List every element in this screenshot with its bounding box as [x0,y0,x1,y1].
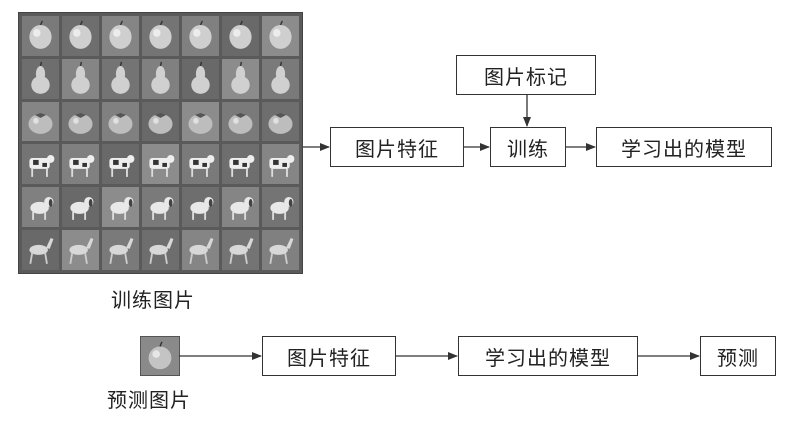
training-image-dog-6 [222,187,259,228]
cow-icon [189,155,215,178]
tomato-icon [228,112,253,134]
image-labels-box: 图片标记 [456,55,596,95]
cow-icon [109,155,135,178]
apple-icon [189,20,212,49]
bottom-learned-model-box: 学习出的模型 [458,336,638,376]
training-image-tomato-4 [142,101,179,142]
training-image-horse-4 [142,230,179,270]
dog-icon [230,197,254,221]
cow-icon [29,155,55,178]
top-learned-model-box: 学习出的模型 [596,127,772,167]
dog-icon [110,197,134,221]
training-image-pear-5 [182,58,219,99]
tomato-icon [28,112,53,134]
apple-icon [269,20,292,49]
training-images-grid [18,12,303,274]
horse-icon [189,238,214,265]
training-image-tomato-6 [222,101,259,142]
training-image-apple-5 [182,16,219,56]
apple-icon [29,20,52,49]
training-image-cow-4 [142,144,179,185]
training-image-cow-7 [262,144,299,185]
apple-icon [149,20,172,49]
training-image-horse-2 [62,230,99,270]
training-image-apple-4 [142,16,179,56]
dog-icon [70,197,94,221]
horse-icon [269,238,294,265]
dog-icon [190,197,214,221]
test-image [140,336,180,376]
cow-icon [69,155,95,178]
training-image-dog-7 [262,187,299,228]
training-image-cow-5 [182,144,219,185]
training-image-horse-5 [182,230,219,270]
training-image-cow-3 [102,144,139,185]
training-image-horse-3 [102,230,139,270]
training-image-dog-5 [182,187,219,228]
training-image-pear-4 [142,58,179,99]
top-image-features-box: 图片特征 [330,127,464,167]
tomato-icon [108,112,133,134]
training-image-cow-6 [222,144,259,185]
training-image-dog-3 [102,187,139,228]
training-image-pear-6 [222,58,259,99]
training-image-apple-3 [102,16,139,56]
training-image-apple-1 [22,16,59,56]
training-images-caption: 训练图片 [111,288,195,312]
training-image-apple-2 [62,16,99,56]
training-image-apple-6 [222,16,259,56]
bottom-image-features-box: 图片特征 [262,336,396,376]
predict-box: 预测 [700,336,776,376]
training-image-tomato-1 [22,101,59,142]
pear-icon [191,61,210,94]
cow-icon [269,155,295,178]
pear-icon [271,61,290,94]
training-image-dog-1 [22,187,59,228]
apple-icon [141,337,179,375]
dog-icon [30,197,54,221]
tomato-icon [148,112,173,134]
training-image-tomato-2 [62,101,99,142]
training-image-pear-3 [102,58,139,99]
tomato-icon [188,112,213,134]
training-image-horse-7 [262,230,299,270]
training-image-dog-2 [62,187,99,228]
dog-icon [270,197,294,221]
pear-icon [31,61,50,94]
training-image-horse-6 [222,230,259,270]
cow-icon [149,155,175,178]
dog-icon [150,197,174,221]
training-image-cow-2 [62,144,99,185]
training-image-tomato-3 [102,101,139,142]
training-image-cow-1 [22,144,59,185]
apple-icon [69,20,92,49]
tomato-icon [68,112,93,134]
cow-icon [229,155,255,178]
test-image-caption: 预测图片 [107,388,191,412]
training-image-pear-2 [62,58,99,99]
pear-icon [111,61,130,94]
horse-icon [29,238,54,265]
apple-icon [109,20,132,49]
training-image-horse-1 [22,230,59,270]
training-image-tomato-5 [182,101,219,142]
apple-icon [229,20,252,49]
horse-icon [109,238,134,265]
horse-icon [149,238,174,265]
training-image-dog-4 [142,187,179,228]
train-box: 训练 [490,127,566,167]
horse-icon [229,238,254,265]
horse-icon [69,238,94,265]
pear-icon [71,61,90,94]
training-image-tomato-7 [262,101,299,142]
training-image-pear-1 [22,58,59,99]
training-image-pear-7 [262,58,299,99]
training-image-apple-7 [262,16,299,56]
tomato-icon [268,112,293,134]
pear-icon [231,61,250,94]
pear-icon [151,61,170,94]
